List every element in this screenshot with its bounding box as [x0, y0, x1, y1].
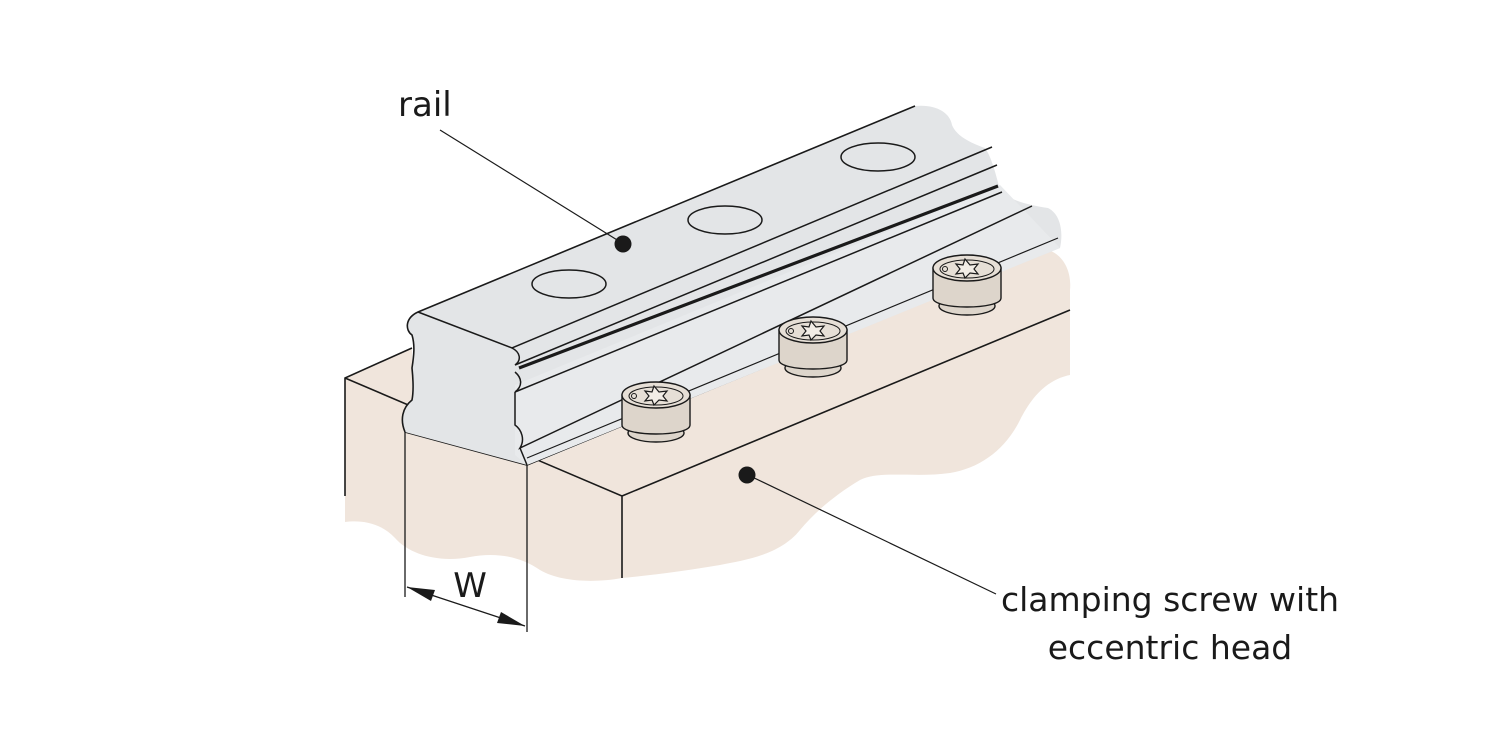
torx-socket-icon: [954, 257, 980, 280]
rail-outline: [401, 105, 916, 433]
rail-callout: rail: [398, 85, 632, 253]
rail-hole-2: [687, 205, 763, 235]
clamping-screw-1: [621, 381, 691, 443]
torx-socket-icon: [800, 319, 826, 342]
rail-groove-dark: [518, 184, 999, 370]
rail-flank-line: [514, 205, 1033, 450]
rail-hole-3: [840, 142, 916, 172]
screw-callout: clamping screw with eccentric head: [738, 466, 1339, 667]
dimension-arrow-left: [407, 587, 435, 601]
rail-hole-1: [531, 269, 607, 299]
rail-groove-lower: [514, 191, 1003, 393]
dimension-arrow-right: [497, 612, 525, 626]
screw-label-line2: eccentric head: [1048, 628, 1293, 667]
rail-groove-upper: [511, 164, 998, 366]
base-side-face: [622, 310, 1070, 578]
width-label: W: [453, 566, 487, 606]
clamping-screw-2: [778, 316, 848, 378]
rail-bottom-line: [519, 447, 528, 466]
rail-label: rail: [398, 85, 452, 125]
screw-label-line1: clamping screw with: [1001, 580, 1339, 619]
torx-socket-icon: [643, 384, 669, 407]
width-dimension: W: [404, 432, 528, 632]
clamping-screw-3: [932, 254, 1002, 316]
